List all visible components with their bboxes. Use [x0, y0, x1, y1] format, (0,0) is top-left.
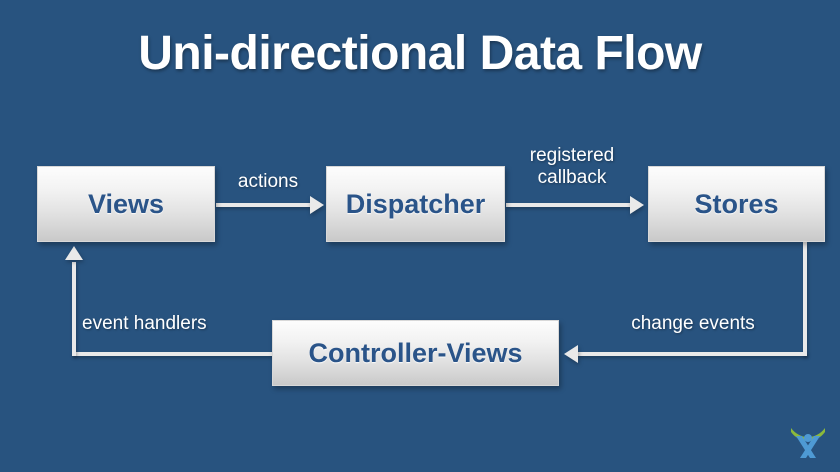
edge-stores-to-controller-line-horizontal [578, 352, 807, 356]
node-stores-label: Stores [694, 188, 779, 219]
edge-label-change-events: change events [631, 313, 755, 334]
node-controller-views[interactable]: Controller-Views [272, 320, 559, 386]
edge-controller-to-views-line-horizontal [72, 352, 274, 356]
node-stores[interactable]: Stores [648, 166, 825, 242]
edge-controller-to-views-arrowhead-icon [65, 246, 83, 260]
node-dispatcher[interactable]: Dispatcher [326, 166, 505, 242]
edge-views-to-dispatcher-line [216, 203, 312, 207]
edge-stores-to-controller-line-vertical [803, 242, 807, 356]
person-arc-logo [786, 424, 830, 464]
edge-dispatcher-to-stores-arrowhead-icon [630, 196, 644, 214]
edge-label-actions: actions [237, 171, 299, 192]
logo-head-icon [804, 434, 812, 442]
node-views-label: Views [87, 188, 165, 219]
logo-stroke-left-icon [800, 436, 820, 458]
logo-stroke-right-icon [796, 436, 816, 458]
edge-label-event-handlers: event handlers [82, 313, 207, 334]
page-title: Uni-directional Data Flow [138, 27, 702, 80]
edge-dispatcher-to-stores-line [506, 203, 632, 207]
node-dispatcher-label: Dispatcher [345, 188, 486, 219]
edge-controller-to-views-line-vertical [72, 262, 76, 356]
node-controller-views-label: Controller-Views [308, 337, 523, 368]
node-views[interactable]: Views [37, 166, 215, 242]
edge-label-registered-callback: registered callback [529, 145, 615, 188]
edge-stores-to-controller-arrowhead-icon [564, 345, 578, 363]
edge-views-to-dispatcher-arrowhead-icon [310, 196, 324, 214]
